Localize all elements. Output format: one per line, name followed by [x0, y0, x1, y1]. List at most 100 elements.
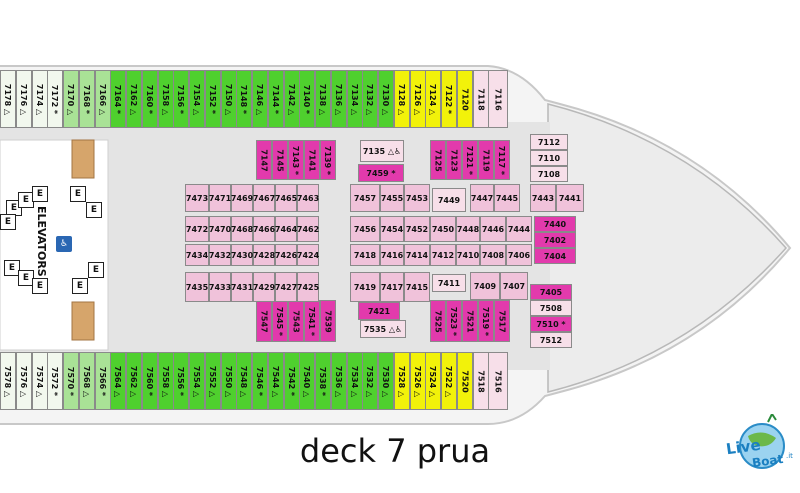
cabin-center[interactable]: 7441: [556, 184, 584, 212]
cabin-top-row[interactable]: 7134 △: [347, 70, 363, 128]
cabin-bottom-row[interactable]: 7544 △: [268, 352, 284, 410]
cabin-center[interactable]: 7428: [253, 244, 275, 266]
cabin-top-row[interactable]: 7150 △: [221, 70, 237, 128]
cabin-center[interactable]: 7454: [380, 216, 404, 242]
cabin-center[interactable]: 7412: [430, 244, 456, 266]
cabin-top-row[interactable]: 7116: [488, 70, 508, 128]
cabin-center[interactable]: 7427: [275, 272, 297, 302]
cabin-center[interactable]: 7415: [404, 272, 430, 302]
cabin-top-row[interactable]: 7118: [473, 70, 489, 128]
cabin-lower-inner[interactable]: 7523 *: [446, 300, 462, 342]
cabin-bottom-row[interactable]: 7552 △: [205, 352, 221, 410]
cabin-center[interactable]: 7455: [380, 184, 404, 212]
cabin-lower-inner[interactable]: 7519 *: [478, 300, 494, 342]
cabin-center[interactable]: 7434: [185, 244, 209, 266]
cabin-bottom-row[interactable]: 7562 △: [126, 352, 142, 410]
cabin-lower-inner[interactable]: 7521: [462, 300, 478, 342]
cabin-center[interactable]: 7467: [253, 184, 275, 212]
cabin-upper-inner[interactable]: 7125: [430, 140, 446, 180]
cabin-center[interactable]: 7407: [500, 272, 528, 300]
cabin-center[interactable]: 7472: [185, 216, 209, 242]
cabin-top-row[interactable]: 7168 *: [79, 70, 95, 128]
cabin-center[interactable]: 7110: [530, 150, 568, 166]
cabin-center[interactable]: 7432: [209, 244, 231, 266]
cabin-center[interactable]: 7108: [530, 166, 568, 182]
cabin-center[interactable]: 7416: [380, 244, 404, 266]
cabin-center[interactable]: 7411: [432, 274, 466, 292]
cabin-bottom-row[interactable]: 7568 △: [79, 352, 95, 410]
cabin-center[interactable]: 7431: [231, 272, 253, 302]
cabin-center[interactable]: 7473: [185, 184, 209, 212]
cabin-center[interactable]: 7510 *: [530, 316, 572, 332]
cabin-bottom-row[interactable]: 7574 △: [32, 352, 48, 410]
cabin-top-row[interactable]: 7160 *: [142, 70, 158, 128]
cabin-center[interactable]: 7449: [432, 188, 466, 212]
cabin-upper-inner[interactable]: 7147: [256, 140, 272, 180]
cabin-lower-inner[interactable]: 7517: [494, 300, 510, 342]
cabin-top-row[interactable]: 7122 *: [441, 70, 457, 128]
cabin-bottom-row[interactable]: 7558 △: [158, 352, 174, 410]
cabin-top-row[interactable]: 7178 △: [0, 70, 16, 128]
cabin-center[interactable]: 7424: [297, 244, 319, 266]
cabin-top-row[interactable]: 7128 △: [394, 70, 410, 128]
cabin-bottom-row[interactable]: 7528 △: [394, 352, 410, 410]
cabin-center[interactable]: 7453: [404, 184, 430, 212]
cabin-center[interactable]: 7404: [534, 248, 576, 264]
cabin-top-row[interactable]: 7140 *: [299, 70, 315, 128]
cabin-upper-inner[interactable]: 7119: [478, 140, 494, 180]
cabin-top-row[interactable]: 7164 *: [110, 70, 126, 128]
cabin-center[interactable]: 7462: [297, 216, 319, 242]
cabin-top-row[interactable]: 7170 △: [63, 70, 79, 128]
cabin-bottom-row[interactable]: 7518: [473, 352, 489, 410]
cabin-lower-inner[interactable]: 7525: [430, 300, 446, 342]
cabin-center[interactable]: 7447: [470, 184, 494, 212]
cabin-lower-inner[interactable]: 7547: [256, 300, 272, 342]
cabin-center[interactable]: 7452: [404, 216, 430, 242]
cabin-bottom-row[interactable]: 7546 *: [252, 352, 268, 410]
cabin-center[interactable]: 7405: [530, 284, 572, 300]
cabin-upper-inner[interactable]: 7123: [446, 140, 462, 180]
cabin-center[interactable]: 7508: [530, 300, 572, 316]
cabin-bottom-row[interactable]: 7516: [488, 352, 508, 410]
cabin-top-row[interactable]: 7158 △: [158, 70, 174, 128]
cabin-upper-inner[interactable]: 7141: [304, 140, 320, 180]
cabin-top-row[interactable]: 7124 △: [425, 70, 441, 128]
cabin-center[interactable]: 7450: [430, 216, 456, 242]
cabin-top-row[interactable]: 7174 △: [32, 70, 48, 128]
cabin-center[interactable]: 7435: [185, 272, 209, 302]
cabin-bottom-row[interactable]: 7530 △: [378, 352, 394, 410]
cabin-center[interactable]: 7419: [350, 272, 380, 302]
cabin-top-row[interactable]: 7142 △: [284, 70, 300, 128]
cabin-bottom-row[interactable]: 7532 △: [362, 352, 378, 410]
cabin-top-row[interactable]: 7148 *: [236, 70, 252, 128]
cabin-bottom-row[interactable]: 7550 △: [221, 352, 237, 410]
cabin-top-row[interactable]: 7176 △: [16, 70, 32, 128]
cabin-top-row[interactable]: 7130 △: [378, 70, 394, 128]
cabin-center[interactable]: 7414: [404, 244, 430, 266]
cabin-center[interactable]: 7443: [530, 184, 556, 212]
cabin-bottom-row[interactable]: 7564 △: [110, 352, 126, 410]
cabin-center[interactable]: 7470: [209, 216, 231, 242]
cabin-top-row[interactable]: 7144 *: [268, 70, 284, 128]
cabin-center[interactable]: 7417: [380, 272, 404, 302]
cabin-bottom-row[interactable]: 7560 *: [142, 352, 158, 410]
cabin-bottom-row[interactable]: 7556 *: [173, 352, 189, 410]
cabin-center[interactable]: 7402: [534, 232, 576, 248]
cabin-bottom-row[interactable]: 7534 △: [347, 352, 363, 410]
cabin-bottom-row[interactable]: 7554 △: [189, 352, 205, 410]
cabin-center[interactable]: 7465: [275, 184, 297, 212]
cabin-top-row[interactable]: 7132 △: [362, 70, 378, 128]
cabin-bottom-row[interactable]: 7570 *: [63, 352, 79, 410]
cabin-lower-inner[interactable]: 7543: [288, 300, 304, 342]
cabin-center[interactable]: 7445: [494, 184, 520, 212]
cabin-center[interactable]: 7448: [456, 216, 480, 242]
cabin-bottom-row[interactable]: 7578 △: [0, 352, 16, 410]
cabin-upper-inner[interactable]: 7145: [272, 140, 288, 180]
cabin-bottom-row[interactable]: 7572 *: [47, 352, 63, 410]
cabin-center[interactable]: 7464: [275, 216, 297, 242]
cabin-top-row[interactable]: 7162 △: [126, 70, 142, 128]
cabin-top-row[interactable]: 7166 △: [95, 70, 111, 128]
cabin-bottom-row[interactable]: 7548 △: [236, 352, 252, 410]
cabin-center[interactable]: 7469: [231, 184, 253, 212]
cabin-top-row[interactable]: 7120: [457, 70, 473, 128]
